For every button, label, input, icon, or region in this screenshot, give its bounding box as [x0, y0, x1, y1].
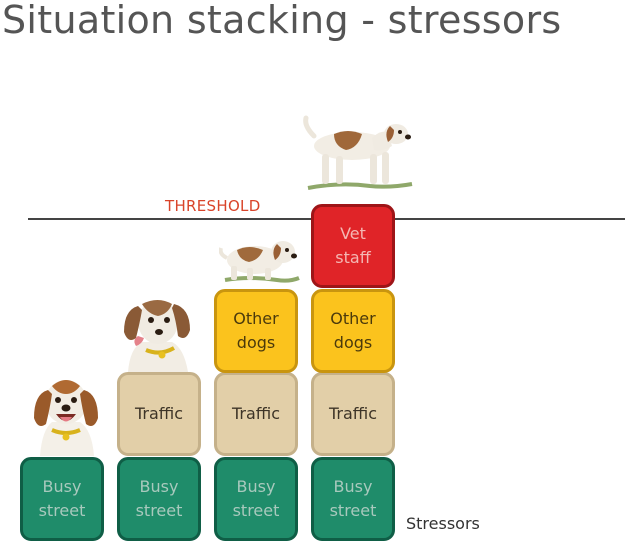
threshold-label: THRESHOLD	[165, 197, 261, 215]
stack-block-traffic: Traffic	[311, 372, 395, 456]
stack-block-other-dogs: Other dogs	[311, 289, 395, 373]
stack-block-traffic: Traffic	[214, 372, 298, 456]
stack-block-traffic: Traffic	[117, 372, 201, 456]
page-title: Situation stacking - stressors	[2, 0, 562, 42]
standing-dog-icon	[303, 115, 413, 190]
happy-dog-icon	[34, 380, 98, 456]
alert-dog-icon	[124, 300, 190, 372]
stack-block-busy-street: Busy street	[117, 457, 201, 541]
stack-block-vet-staff: Vet staff	[311, 204, 395, 288]
stack-block-other-dogs: Other dogs	[214, 289, 298, 373]
crouching-dog-icon	[219, 241, 300, 283]
stack-block-busy-street: Busy street	[311, 457, 395, 541]
stack-block-busy-street: Busy street	[20, 457, 104, 541]
stack-block-busy-street: Busy street	[214, 457, 298, 541]
stressors-label: Stressors	[406, 514, 480, 533]
